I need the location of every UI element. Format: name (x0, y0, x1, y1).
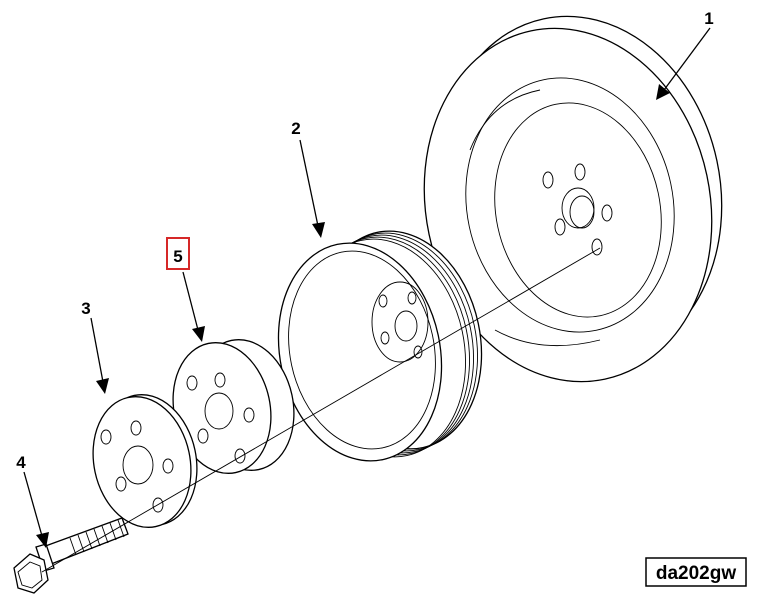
part-3-washer-plate (92, 394, 198, 528)
callout-1: 1 (704, 9, 713, 28)
part-4-bolt (13, 517, 129, 594)
assembly-axis-line (41, 247, 601, 573)
callout-5-highlight-box (166, 237, 190, 270)
callout-leaders (23, 27, 711, 548)
part-2-belt-pulley (277, 230, 483, 462)
callout-2: 2 (291, 119, 300, 138)
reference-code-box (645, 557, 747, 587)
callout-5: 5 (173, 247, 182, 266)
part-5-spacer (172, 339, 295, 474)
part-1-damper-pulley (423, 15, 723, 383)
callout-3: 3 (81, 299, 90, 318)
callout-4: 4 (16, 453, 26, 472)
reference-code: da202gw (656, 563, 736, 584)
